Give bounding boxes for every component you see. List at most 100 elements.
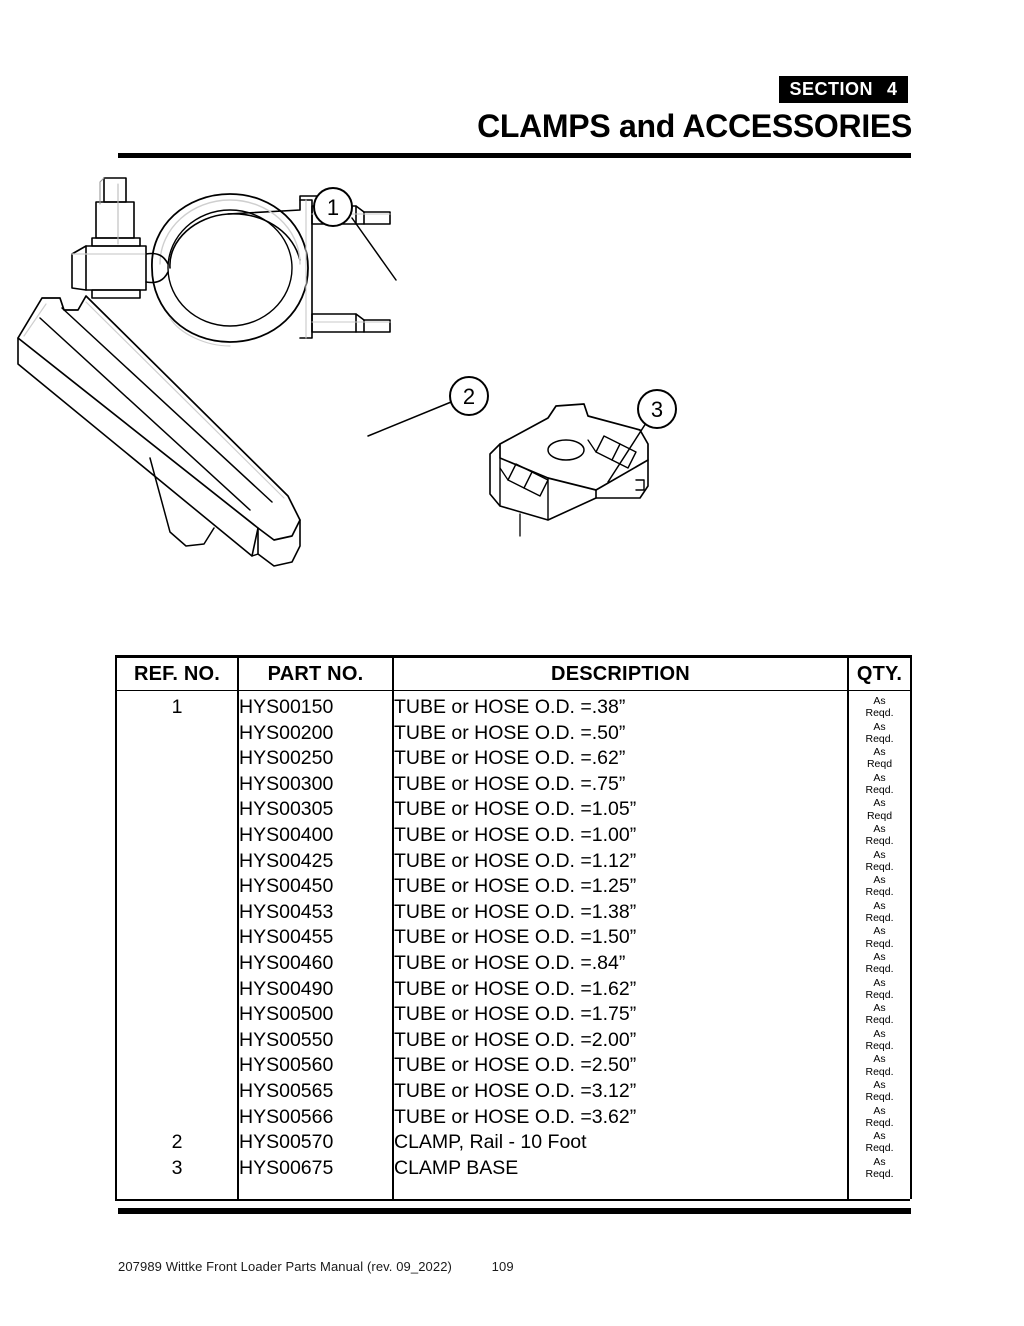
qty-line-1: As [873, 925, 886, 938]
footer-divider [118, 1208, 911, 1214]
qty-line-1: As [873, 874, 886, 887]
cell-part-no: HYS00400 [237, 822, 394, 849]
cell-description: TUBE or HOSE O.D. =.50” [392, 720, 849, 747]
rail-clamp-drawing [17, 295, 301, 567]
cell-ref-no: 3 [115, 1155, 239, 1182]
cell-description: TUBE or HOSE O.D. =1.25” [392, 874, 849, 900]
cell-part-no: HYS00300 [237, 771, 394, 798]
cell-part-no: HYS00570 [237, 1130, 394, 1156]
cell-part-no: HYS00250 [237, 746, 394, 772]
qty-line-2: Reqd. [865, 1142, 894, 1155]
cell-part-no: HYS00450 [237, 874, 394, 900]
qty-line-1: As [873, 1078, 886, 1091]
qty-line-1: As [873, 899, 886, 912]
qty-line-2: Reqd. [865, 860, 894, 873]
cell-description: TUBE or HOSE O.D. =.62” [392, 746, 849, 772]
cell-description: TUBE or HOSE O.D. =1.50” [392, 925, 849, 951]
cell-description: TUBE or HOSE O.D. =1.38” [392, 899, 849, 926]
qty-line-1: As [873, 1104, 886, 1117]
cell-part-no: HYS00455 [237, 925, 394, 951]
section-badge: SECTION 4 [779, 76, 908, 103]
qty-line-2: Reqd. [865, 707, 894, 720]
qty-line-1: As [873, 822, 886, 835]
cell-ref-no [115, 848, 239, 875]
qty-line-2: Reqd. [865, 886, 894, 899]
qty-line-2: Reqd. [865, 1014, 894, 1027]
qty-line-1: As [873, 848, 886, 861]
table-header-row: REF. NO. PART NO. DESCRIPTION QTY. [115, 655, 912, 691]
parts-illustration: 1 2 3 [0, 168, 1024, 638]
footer-page-number: 109 [491, 1259, 514, 1274]
cell-ref-no [115, 950, 239, 977]
cell-description: TUBE or HOSE O.D. =1.75” [392, 1002, 849, 1028]
cell-description: CLAMP, Rail - 10 Foot [392, 1130, 849, 1156]
header-double-rule [115, 690, 912, 695]
cell-ref-no [115, 925, 239, 951]
qty-line-1: As [873, 976, 886, 989]
cell-ref-no [115, 874, 239, 900]
callout-bubble-2: 2 [449, 376, 489, 416]
qty-line-2: Reqd. [865, 732, 894, 745]
cell-part-no: HYS00550 [237, 1027, 394, 1054]
cell-ref-no [115, 746, 239, 772]
cell-description: TUBE or HOSE O.D. =3.62” [392, 1104, 849, 1131]
cell-description: TUBE or HOSE O.D. =1.05” [392, 797, 849, 823]
cell-part-no: HYS00560 [237, 1053, 394, 1079]
cell-part-no: HYS00305 [237, 797, 394, 823]
cell-ref-no [115, 720, 239, 747]
cell-part-no: HYS00150 [237, 695, 394, 721]
cell-ref-no [115, 1078, 239, 1105]
page-title: CLAMPS and ACCESSORIES [477, 108, 912, 144]
qty-line-2: Reqd. [865, 1167, 894, 1180]
callout-1-label: 1 [327, 195, 339, 220]
page-footer: 207989 Wittke Front Loader Parts Manual … [118, 1259, 514, 1274]
qty-line-1: As [873, 1027, 886, 1040]
section-number: 4 [887, 79, 898, 99]
cell-description: TUBE or HOSE O.D. =.84” [392, 950, 849, 977]
qty-line-2: Reqd [866, 758, 893, 771]
qty-line-2: Reqd. [865, 988, 894, 1001]
cell-ref-no: 1 [115, 695, 239, 721]
column-header-part-no: PART NO. [237, 655, 394, 691]
cell-part-no: HYS00460 [237, 950, 394, 977]
cell-ref-no [115, 976, 239, 1003]
callout-bubble-1: 1 [313, 187, 353, 227]
column-header-description: DESCRIPTION [392, 655, 849, 691]
cell-ref-no [115, 797, 239, 823]
qty-line-2: Reqd [866, 809, 893, 822]
cell-ref-no [115, 1027, 239, 1054]
qty-line-1: As [873, 746, 886, 759]
footer-document-title: 207989 Wittke Front Loader Parts Manual … [118, 1259, 452, 1274]
cell-ref-no [115, 822, 239, 849]
